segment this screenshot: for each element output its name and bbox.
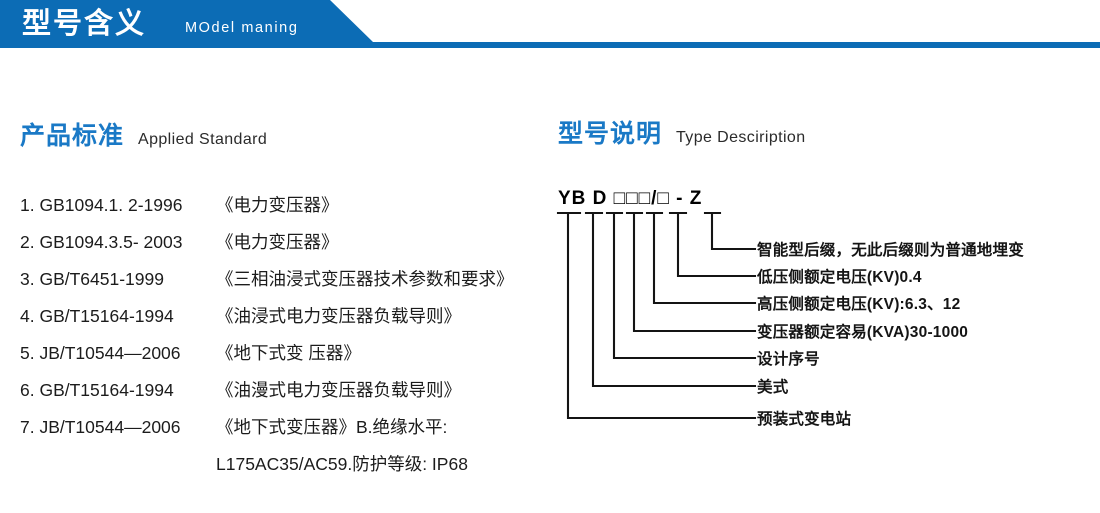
standard-code: 1. GB1094.1. 2-1996	[20, 195, 183, 215]
standard-row: 1. GB1094.1. 2-1996 《电力变压器》	[20, 192, 550, 229]
standard-row: 5. JB/T10544—2006 《地下式变 压器》	[20, 340, 550, 377]
standard-name: 《油浸式电力变压器负载导则》	[216, 306, 461, 326]
standard-row-continuation: L175AC35/AC59.防护等级: IP68	[20, 451, 550, 491]
type-code-label: 变压器额定容易(KVA)30-1000	[757, 324, 969, 341]
standard-name: 《地下式变 压器》	[216, 343, 361, 363]
type-code-label: 设计序号	[757, 351, 820, 368]
type-code-label: 高压侧额定电压(KV):6.3、12	[757, 296, 961, 313]
standard-name: 《电力变压器》	[216, 232, 339, 252]
standard-code: 2. GB1094.3.5- 2003	[20, 232, 183, 252]
section-heading-en: Applied Standard	[138, 131, 268, 148]
standard-row: 7. JB/T10544—2006 《地下式变压器》B.绝缘水平:	[20, 414, 550, 451]
applied-standard-list: 1. GB1094.1. 2-1996 《电力变压器》 2. GB1094.3.…	[20, 192, 550, 491]
standard-row: 3. GB/T6451-1999 《三相油浸式变压器技术参数和要求》	[20, 266, 550, 303]
standard-name: 《三相油浸式变压器技术参数和要求》	[216, 269, 514, 289]
standard-code: 5. JB/T10544—2006	[20, 343, 181, 363]
section-heading-type-description: 型号说明 Type Desciription	[558, 114, 806, 150]
standard-code: 7. JB/T10544—2006	[20, 417, 181, 437]
banner-shape	[0, 0, 1100, 48]
standard-row: 2. GB1094.3.5- 2003 《电力变压器》	[20, 229, 550, 266]
standard-code: 3. GB/T6451-1999	[20, 269, 164, 289]
section-heading-en: Type Desciription	[676, 129, 806, 146]
standard-code: 4. GB/T15164-1994	[20, 306, 174, 326]
type-code-label: 预装式变电站	[757, 411, 852, 428]
standard-row: 6. GB/T15164-1994 《油漫式电力变压器负载导则》	[20, 377, 550, 414]
type-code-label: 美式	[757, 379, 789, 396]
banner-title: 型号含义	[22, 8, 147, 40]
type-code-label: 低压侧额定电压(KV)0.4	[757, 269, 922, 286]
banner-subtitle: MOdel maning	[185, 20, 299, 36]
section-heading-cn: 型号说明	[558, 120, 663, 148]
section-heading-applied-standard: 产品标准 Applied Standard	[20, 116, 267, 152]
standard-name: 《油漫式电力变压器负载导则》	[216, 380, 461, 400]
standard-row: 4. GB/T15164-1994 《油浸式电力变压器负载导则》	[20, 303, 550, 340]
standard-name: L175AC35/AC59.防护等级: IP68	[216, 454, 468, 474]
type-code-diagram: YB D □□□/□ - Z 智能型后缀	[550, 188, 1095, 438]
standard-name: 《电力变压器》	[216, 195, 339, 215]
standard-name: 《地下式变压器》B.绝缘水平:	[216, 417, 448, 437]
type-code-label: 智能型后缀，无此后缀则为普通地埋变	[757, 242, 1024, 259]
leader-lines	[556, 211, 757, 420]
standard-code: 6. GB/T15164-1994	[20, 380, 174, 400]
page-header-banner: 型号含义 MOdel maning	[0, 0, 1100, 56]
section-heading-cn: 产品标准	[20, 122, 125, 150]
type-code-string: YB D □□□/□ - Z	[558, 188, 703, 209]
